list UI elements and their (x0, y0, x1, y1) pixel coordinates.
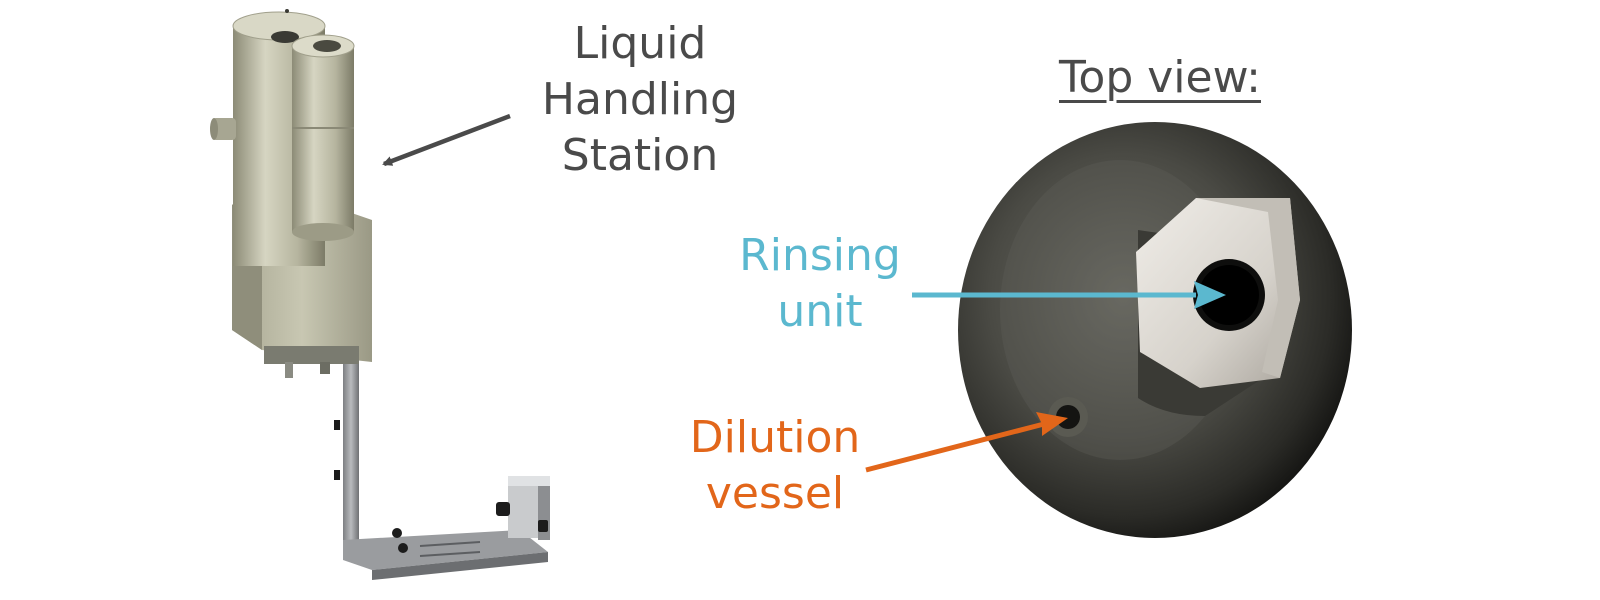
liquid-handling-station-label: Liquid Handling Station (520, 16, 760, 184)
dilution-vessel-hole (1048, 397, 1088, 437)
liquid-handling-station-render (210, 9, 550, 580)
label-line: Station (561, 130, 719, 181)
top-view-heading: Top view: (1059, 52, 1261, 103)
label-line: vessel (705, 468, 845, 519)
rinsing-arrow (912, 281, 1226, 309)
rinsing-unit-part (1136, 198, 1300, 416)
label-line: Liquid (573, 18, 707, 69)
label-line: Handling (541, 74, 739, 125)
label-line: Dilution (689, 412, 861, 463)
front-cylinder (291, 34, 355, 241)
dilution-vessel-label: Dilution vessel (650, 410, 900, 522)
rinsing-unit-label: Rinsing unit (720, 228, 920, 340)
dilution-arrow (865, 412, 1068, 473)
label-line: unit (777, 286, 863, 337)
side-knob (210, 118, 236, 140)
mounting-bracket (334, 362, 550, 580)
top-view-photo (958, 122, 1352, 538)
station-arrow (382, 113, 511, 167)
label-line: Rinsing (739, 230, 901, 281)
